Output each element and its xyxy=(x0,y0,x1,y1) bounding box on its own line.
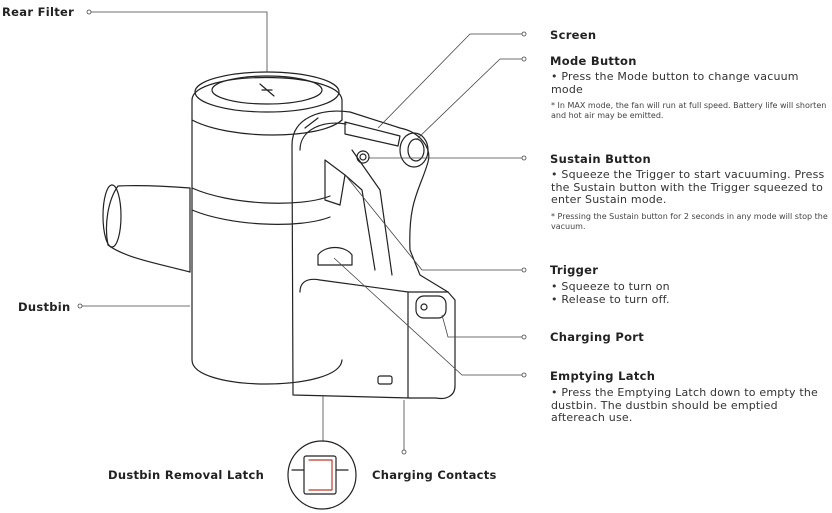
battery-pack xyxy=(299,278,449,399)
label-rear-filter: Rear Filter xyxy=(2,5,75,19)
note-mode-button: * In MAX mode, the fan will run at full … xyxy=(551,101,827,120)
desc-emptying-latch: • Press the Emptying Latch down to empty… xyxy=(551,386,819,424)
label-charging-port: Charging Port xyxy=(550,330,645,344)
dustbin-body xyxy=(191,77,343,385)
desc-trigger-2: • Release to turn off. xyxy=(551,293,670,306)
desc-sustain-button: • Squeeze the Trigger to start vacuuming… xyxy=(551,168,825,206)
label-dustbin-removal-latch: Dustbin Removal Latch xyxy=(108,468,265,482)
label-mode-button: Mode Button xyxy=(550,54,637,68)
mode-button-part xyxy=(399,132,429,168)
emptying-latch-part xyxy=(317,246,353,266)
intake-nozzle xyxy=(102,184,191,273)
label-sustain-button: Sustain Button xyxy=(550,152,651,166)
sustain-button-part xyxy=(356,150,370,164)
handle-housing xyxy=(291,110,456,400)
label-dustbin: Dustbin xyxy=(18,300,71,314)
removal-latch-inset xyxy=(287,440,357,510)
trigger-part xyxy=(324,149,393,276)
note-sustain-button: * Pressing the Sustain button for 2 seco… xyxy=(551,212,828,231)
label-trigger: Trigger xyxy=(550,263,599,277)
label-charging-contacts: Charging Contacts xyxy=(372,468,497,482)
label-emptying-latch: Emptying Latch xyxy=(550,369,656,383)
label-screen: Screen xyxy=(550,28,597,42)
desc-mode-button: • Press the Mode button to change vacuum… xyxy=(551,70,799,96)
desc-trigger-1: • Squeeze to turn on xyxy=(551,280,670,293)
leader-lines xyxy=(80,11,524,452)
screen-part xyxy=(344,121,401,147)
callout-dots xyxy=(77,9,527,455)
